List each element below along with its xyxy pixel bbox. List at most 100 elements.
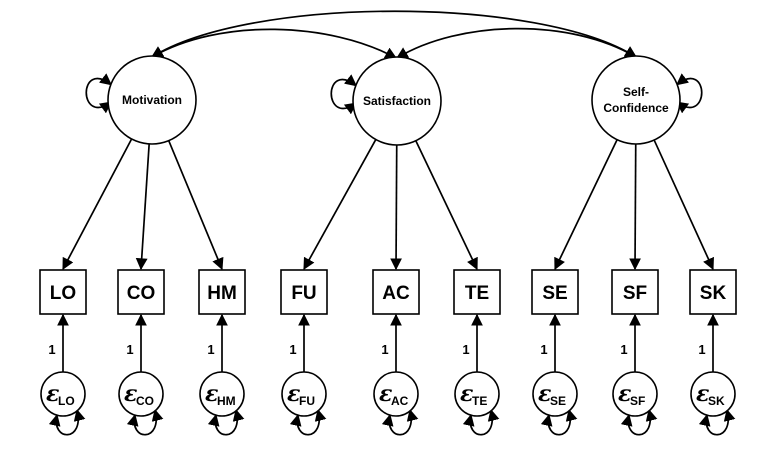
- indicator-box-te: [453, 269, 501, 315]
- error-circle-sf: [612, 371, 658, 417]
- indicator-label-se: SE: [542, 283, 567, 304]
- error-subscript-sk: SK: [708, 394, 725, 408]
- indicator-box-se: [531, 269, 579, 315]
- indicator-label-sk: SK: [700, 283, 727, 304]
- variance-loop-self-confidence: [675, 73, 703, 114]
- error-subscript-se: SE: [550, 394, 566, 408]
- error-subscript-ac: AC: [391, 394, 409, 408]
- indicator-fu: FU: [280, 269, 328, 315]
- error-label-fu: ε: [287, 381, 300, 407]
- latent-self-confidence: Self- Confidence: [591, 55, 681, 145]
- indicator-box-lo: [39, 269, 87, 315]
- loading-arrow-sk: [653, 139, 714, 271]
- indicator-label-lo: LO: [50, 283, 76, 304]
- indicator-label-co: CO: [127, 283, 156, 304]
- indicator-label-sf: SF: [623, 283, 647, 304]
- loading-label-fu: 1: [289, 342, 296, 357]
- indicator-ac: AC: [372, 269, 420, 315]
- error-label-se: ε: [538, 381, 551, 407]
- error-circle-lo: [40, 371, 86, 417]
- error-variance-loop-sk: [698, 408, 736, 436]
- indicator-co: CO: [117, 269, 165, 315]
- loading-label-sk: 1: [698, 342, 705, 357]
- indicator-sk: SK: [689, 269, 737, 315]
- latent-label-self-confidence: Confidence: [603, 101, 669, 115]
- error-variance-loop-se: [540, 408, 578, 436]
- error-label-lo: ε: [46, 381, 59, 407]
- error-circle-se: [532, 371, 578, 417]
- covariance-arc-motivation-satisfaction: [150, 28, 398, 59]
- indicator-label-fu: FU: [291, 283, 316, 304]
- edges-layer: [48, 10, 736, 436]
- latent-label-self-confidence: Self-: [623, 85, 649, 99]
- error-variance-loop-co: [126, 408, 164, 436]
- error-variance-loop-hm: [207, 408, 245, 436]
- loading-label-co: 1: [126, 342, 133, 357]
- loading-arrow-lo: [62, 138, 133, 271]
- loading-label-se: 1: [540, 342, 547, 357]
- indicator-label-te: TE: [465, 283, 489, 304]
- variance-loop-satisfaction: [330, 74, 358, 115]
- error-subscript-sf: SF: [630, 394, 645, 408]
- error-circle-fu: [281, 371, 327, 417]
- variance-loop-motivation: [85, 73, 113, 114]
- error-te: εTE: [454, 371, 500, 417]
- error-variance-loop-ac: [381, 408, 419, 436]
- indicator-te: TE: [453, 269, 501, 315]
- error-subscript-hm: HM: [217, 394, 236, 408]
- error-variance-loop-te: [462, 408, 500, 436]
- error-label-sf: ε: [618, 381, 631, 407]
- indicator-box-fu: [280, 269, 328, 315]
- indicator-box-ac: [372, 269, 420, 315]
- indicator-box-sk: [689, 269, 737, 315]
- indicator-box-hm: [198, 269, 246, 315]
- loading-label-sf: 1: [620, 342, 627, 357]
- error-se: εSE: [532, 371, 578, 417]
- error-co: εCO: [118, 371, 164, 417]
- error-sk: εSK: [690, 371, 736, 417]
- loading-arrow-co: [135, 143, 151, 271]
- error-label-co: ε: [124, 381, 137, 407]
- indicator-box-sf: [611, 269, 659, 315]
- covariance-arc-satisfaction-self-confidence: [395, 27, 638, 59]
- error-hm: εHM: [199, 371, 245, 417]
- error-circle-hm: [199, 371, 245, 417]
- loading-arrow-sf: [629, 143, 642, 271]
- latent-label-satisfaction: Satisfaction: [363, 94, 431, 108]
- indicator-lo: LO: [39, 269, 87, 315]
- loading-arrow-te: [415, 140, 478, 271]
- error-subscript-co: CO: [136, 394, 154, 408]
- error-subscript-lo: LO: [58, 394, 75, 408]
- loading-arrow-fu: [303, 139, 377, 271]
- latent-circle-self-confidence: [591, 55, 681, 145]
- error-circle-te: [454, 371, 500, 417]
- latent-motivation: Motivation: [107, 55, 197, 145]
- latent-label-motivation: Motivation: [122, 93, 182, 107]
- error-label-ac: ε: [379, 381, 392, 407]
- error-ac: εAC: [373, 371, 419, 417]
- error-lo: εLO: [40, 371, 86, 417]
- loading-label-ac: 1: [381, 342, 388, 357]
- error-circle-co: [118, 371, 164, 417]
- error-label-hm: ε: [205, 381, 218, 407]
- loading-label-te: 1: [462, 342, 469, 357]
- error-label-sk: ε: [696, 381, 709, 407]
- error-variance-loop-lo: [48, 408, 86, 436]
- error-fu: εFU: [281, 371, 327, 417]
- error-variance-loop-fu: [289, 408, 327, 436]
- covariance-arc-motivation-self-confidence: [150, 10, 638, 58]
- indicator-hm: HM: [198, 269, 246, 315]
- error-label-te: ε: [460, 381, 473, 407]
- indicator-sf: SF: [611, 269, 659, 315]
- loading-arrow-hm: [167, 140, 224, 271]
- loading-arrow-se: [554, 139, 618, 271]
- indicator-label-ac: AC: [382, 283, 410, 304]
- loading-label-hm: 1: [207, 342, 214, 357]
- error-subscript-fu: FU: [299, 394, 315, 408]
- error-variance-loop-sf: [620, 408, 658, 436]
- latent-circle-satisfaction: [352, 56, 442, 146]
- indicator-label-hm: HM: [207, 283, 237, 304]
- latent-satisfaction: Satisfaction: [352, 56, 442, 146]
